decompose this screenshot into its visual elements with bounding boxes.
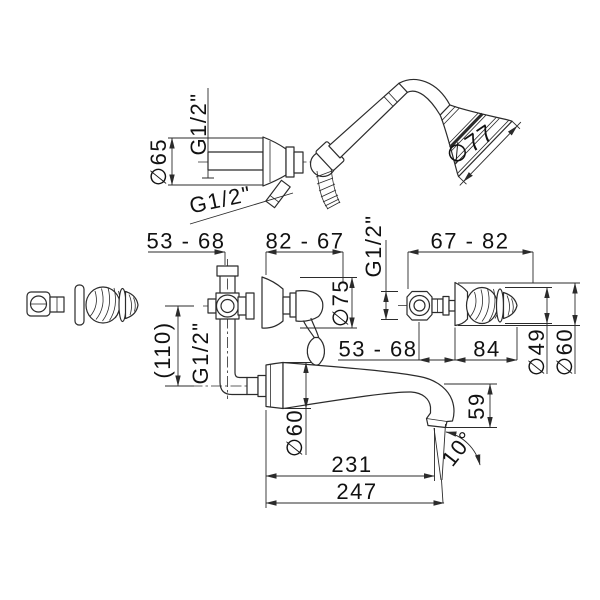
shutoff-knob-swirls: [469, 288, 500, 322]
valve-escutcheon: [261, 276, 284, 329]
lever-base-2: [289, 292, 297, 318]
bracket-supply-pipe: [207, 151, 264, 171]
shutoff-knob-band: [495, 288, 505, 323]
spout-body: [282, 361, 455, 429]
dim-label-inlet-thread: G1/2": [186, 92, 211, 155]
dim-label-phi65: ∅65: [146, 138, 171, 186]
bracket-ring-2: [293, 151, 304, 174]
shutoff-escutcheon: [454, 281, 469, 327]
dim-label-projection-range: 82 - 67: [266, 229, 345, 254]
hand-shower-assembly: ∅65 G1/2" G1/2" ∅77: [146, 79, 522, 225]
dim-label-shutoff-depth: 53 - 68: [339, 337, 418, 362]
spout-coupling: [257, 374, 267, 398]
valve-coupling-1: [237, 296, 247, 316]
dim-label-phi60-spout: ∅60: [282, 409, 307, 457]
lever-dome-cap: [295, 290, 324, 322]
spout-stub: [246, 376, 259, 396]
riser-pipe-outer: [219, 275, 248, 396]
trim-flange-disc: [74, 284, 85, 326]
lever-arm-left: [302, 320, 316, 339]
outlet-angle-arc: [445, 431, 481, 466]
head-dim-extensions: [458, 120, 522, 186]
spout-escutcheon: [265, 361, 284, 410]
spout-lip-line: [426, 418, 448, 422]
dim-label-phi49: ∅49: [524, 328, 549, 376]
hose-thread-leader: [189, 192, 294, 225]
handle-trim-side-view: [26, 284, 139, 326]
length-extensions: [407, 252, 534, 289]
dim-label-outlet-thread: G1/2": [188, 321, 213, 384]
shutoff-port-inner: [413, 299, 426, 312]
bracket-ring-1: [285, 146, 295, 178]
shutoff-stem-3: [448, 299, 456, 312]
mixer-valve: 53 - 68 82 - 67 ∅75 (110) G1/2": [147, 229, 357, 399]
valve-coupling-2: [245, 292, 255, 320]
outlet-angle-rays: [433, 423, 446, 504]
riser-pipe-inner: [234, 275, 248, 379]
phi49-extensions: [505, 287, 552, 324]
lever-base-1: [282, 296, 291, 315]
shutoff-cap-swirls: [506, 295, 514, 316]
dim-label-length-range: 67 - 82: [431, 229, 510, 254]
dim-label-drop: 59: [464, 392, 489, 419]
reach-extensions: [265, 410, 435, 508]
handle-bend-outer: [398, 79, 451, 106]
dim-label-projection: 84: [473, 337, 500, 362]
chain-extensions: [338, 322, 518, 361]
dim-label-depth-range: 53 - 68: [147, 229, 226, 254]
hose-coil: [315, 167, 341, 210]
lever-teardrop: [306, 336, 325, 366]
dim-label-phi75: ∅75: [328, 279, 353, 327]
valve-port-inner: [220, 298, 235, 314]
shower-head: [439, 104, 522, 186]
phi75-extensions: [300, 277, 357, 329]
dim-label-reach-inner: 231: [331, 452, 372, 477]
inlet-thread-line: [202, 88, 214, 179]
trim-cap-swirls: [128, 294, 136, 316]
shutoff-valve: G1/2" 67 - 82 53 - 68 84 ∅49 ∅60: [338, 214, 580, 376]
dim-label-shutoff-thread: G1/2": [361, 214, 386, 277]
shutoff-stem-2: [442, 295, 450, 316]
dim-label-phi60: ∅60: [552, 328, 577, 376]
head-diameter-dimension: [463, 125, 518, 182]
tub-spout: ∅60 59 10° 231 247: [265, 361, 497, 508]
shutoff-knob-cap: [502, 291, 518, 320]
trim-knob-swirls: [89, 287, 121, 322]
pipe-top-cap: [216, 265, 239, 277]
handle-bend-inner: [406, 90, 441, 116]
valve-left-stub: [207, 298, 217, 314]
head-collar-rings: [441, 106, 461, 126]
dim-label-reach-total: 247: [336, 479, 377, 504]
phi60-extensions: [458, 282, 580, 326]
phi65-extensions: [168, 137, 263, 186]
dim-label-center-distance: (110): [150, 321, 175, 378]
